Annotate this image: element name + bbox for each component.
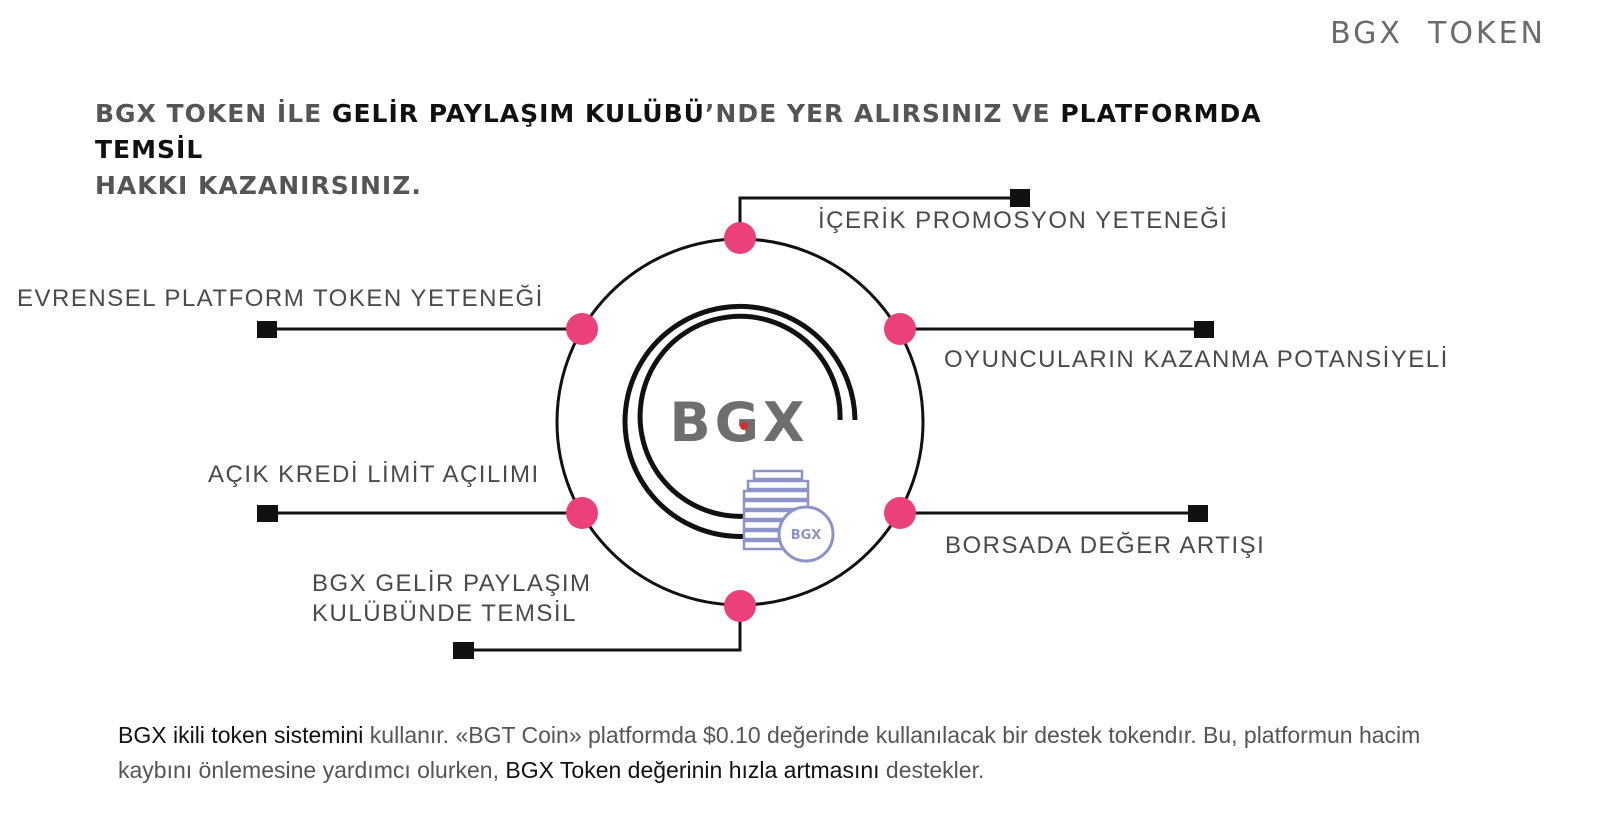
node-dot-left-upper xyxy=(566,313,598,345)
footer-part: destekler. xyxy=(879,757,985,783)
connector-right-lower-end xyxy=(1188,505,1208,522)
coin-stack-icon: BGX xyxy=(742,469,835,563)
connector-left-lower-end xyxy=(257,505,278,522)
node-label-top: İÇERİK PROMOSYON YETENEĞİ xyxy=(818,207,1229,234)
footer-part: BGX xyxy=(118,722,173,748)
node-dot-right-upper xyxy=(884,313,916,345)
node-label-bottom-line1: BGX GELİR PAYLAŞIM xyxy=(312,570,592,597)
node-dot-right-lower xyxy=(884,497,916,529)
coin-circle xyxy=(777,505,835,563)
headline-part: PLATFORMDA TEMSİL xyxy=(95,99,1262,164)
inner-ring-outer-arc xyxy=(622,303,858,539)
bgx-logo-text: BGX xyxy=(669,391,808,454)
connector-top-end xyxy=(1010,189,1030,207)
headline-part: BGX TOKEN İLE xyxy=(95,99,332,128)
corner-brand-title: BGX TOKEN xyxy=(1330,16,1546,51)
footer-part: kullanır. «BGT Coin» platformda $0.10 de… xyxy=(118,722,1421,783)
node-label-right-lower: BORSADA DEĞER ARTIŞI xyxy=(945,532,1266,559)
connector-right-upper-end xyxy=(1194,321,1214,338)
inner-ring-inner-arc xyxy=(637,313,843,519)
headline-part: ’NDE YER ALIRSINIZ VE xyxy=(704,99,1061,128)
node-dot-top xyxy=(724,222,756,254)
node-dot-left-lower xyxy=(566,497,598,529)
headline-part: GELİR PAYLAŞIM KULÜBÜ xyxy=(331,99,705,128)
page-headline: BGX TOKEN İLE GELİR PAYLAŞIM KULÜBÜ’NDE … xyxy=(95,96,1355,204)
node-label-bottom-line2: KULÜBÜNDE TEMSİL xyxy=(312,600,577,627)
node-label-right-upper: OYUNCULARIN KAZANMA POTANSİYELİ xyxy=(944,346,1449,373)
node-dot-bottom xyxy=(724,590,756,622)
connector-bottom-end xyxy=(453,642,474,659)
node-label-left-lower: AÇIK KREDİ LİMİT AÇILIMI xyxy=(208,461,540,488)
node-label-left-upper: EVRENSEL PLATFORM TOKEN YETENEĞİ xyxy=(17,285,544,312)
coin-label: BGX xyxy=(791,528,822,543)
headline-part: HAKKI KAZANIRSINIZ. xyxy=(95,171,422,200)
footer-part: BGX Token değerinin hızla artmasını xyxy=(505,757,880,783)
bgx-logo: BGX xyxy=(669,391,808,454)
footer-part: ikili token sistemini xyxy=(172,722,364,748)
bgx-logo-red-dot xyxy=(740,422,748,430)
node-label-bottom: BGX GELİR PAYLAŞIM KULÜBÜNDE TEMSİL xyxy=(312,569,592,629)
connector-left-upper-end xyxy=(257,321,277,338)
footer-description: BGX ikili token sistemini kullanır. «BGT… xyxy=(118,718,1498,788)
